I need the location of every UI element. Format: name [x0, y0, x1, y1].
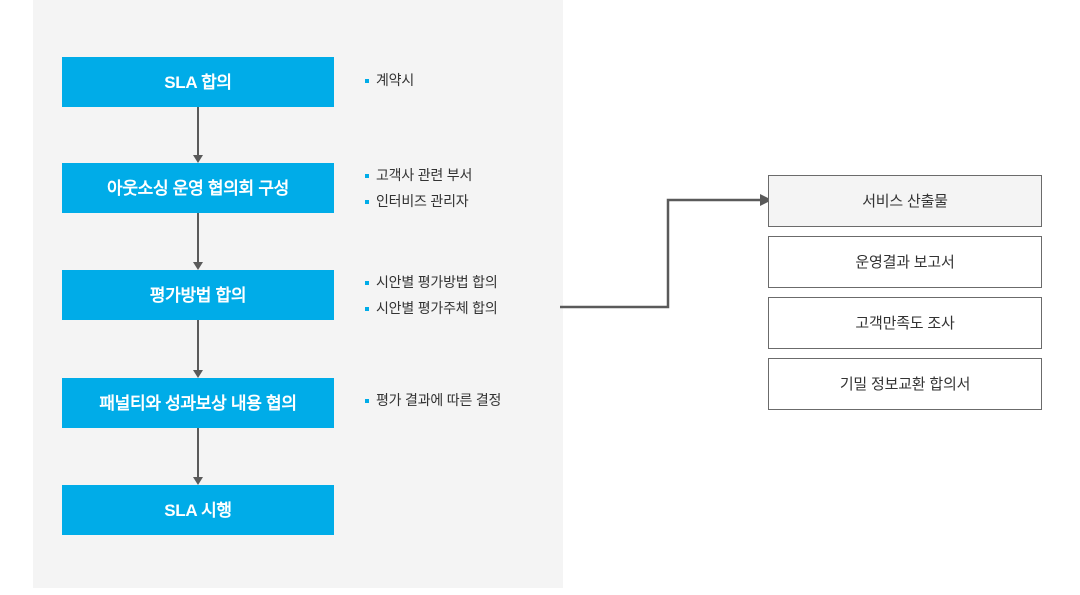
- output-box-service-deliverable[interactable]: 서비스 산출물: [768, 175, 1042, 227]
- down-arrow-icon: [193, 320, 203, 378]
- process-box-label: 패널티와 성과보상 내용 협의: [99, 393, 297, 413]
- bullet-square-icon: [365, 174, 369, 178]
- note-item: 고객사 관련 부서: [365, 166, 472, 185]
- output-box-label: 운영결과 보고서: [855, 253, 955, 271]
- process-box-label: 평가방법 합의: [149, 285, 247, 305]
- output-box-label: 고객만족도 조사: [855, 314, 955, 332]
- output-box-operation-report[interactable]: 운영결과 보고서: [768, 236, 1042, 288]
- note-text: 고객사 관련 부서: [376, 167, 473, 183]
- output-box-confidentiality-agreement[interactable]: 기밀 정보교환 합의서: [768, 358, 1042, 410]
- process-box-penalty-reward[interactable]: 패널티와 성과보상 내용 협의: [62, 378, 334, 428]
- note-item: 시안별 평가주체 합의: [365, 299, 498, 318]
- down-arrow-icon: [193, 213, 203, 270]
- bullet-square-icon: [365, 200, 369, 204]
- down-arrow-icon: [193, 107, 203, 163]
- bullet-square-icon: [365, 79, 369, 83]
- note-group-penalty-reward: 평가 결과에 따른 결정: [365, 391, 501, 417]
- output-box-label: 기밀 정보교환 합의서: [839, 375, 971, 393]
- note-item: 평가 결과에 따른 결정: [365, 391, 501, 410]
- note-item: 계약시: [365, 71, 414, 90]
- down-arrow-icon: [193, 428, 203, 485]
- elbow-connector-arrow-icon: [560, 194, 772, 309]
- process-box-sla-execution[interactable]: SLA 시행: [62, 485, 334, 535]
- note-group-outsourcing-council: 고객사 관련 부서 인터비즈 관리자: [365, 166, 472, 218]
- process-box-sla-agreement[interactable]: SLA 합의: [62, 57, 334, 107]
- note-item: 인터비즈 관리자: [365, 192, 472, 211]
- output-box-label: 서비스 산출물: [862, 192, 948, 210]
- process-box-label: SLA 합의: [164, 72, 232, 92]
- note-text: 계약시: [376, 72, 415, 88]
- note-text: 시안별 평가방법 합의: [376, 274, 498, 290]
- note-group-evaluation-method: 시안별 평가방법 합의 시안별 평가주체 합의: [365, 273, 498, 325]
- process-box-outsourcing-council[interactable]: 아웃소싱 운영 협의회 구성: [62, 163, 334, 213]
- output-box-customer-satisfaction-survey[interactable]: 고객만족도 조사: [768, 297, 1042, 349]
- bullet-square-icon: [365, 281, 369, 285]
- process-box-label: 아웃소싱 운영 협의회 구성: [106, 178, 289, 198]
- note-text: 인터비즈 관리자: [376, 193, 469, 209]
- process-box-label: SLA 시행: [164, 500, 232, 520]
- bullet-square-icon: [365, 307, 369, 311]
- note-text: 평가 결과에 따른 결정: [376, 392, 502, 408]
- note-group-sla-agreement: 계약시: [365, 71, 414, 97]
- note-item: 시안별 평가방법 합의: [365, 273, 498, 292]
- note-text: 시안별 평가주체 합의: [376, 300, 498, 316]
- process-box-evaluation-method[interactable]: 평가방법 합의: [62, 270, 334, 320]
- bullet-square-icon: [365, 399, 369, 403]
